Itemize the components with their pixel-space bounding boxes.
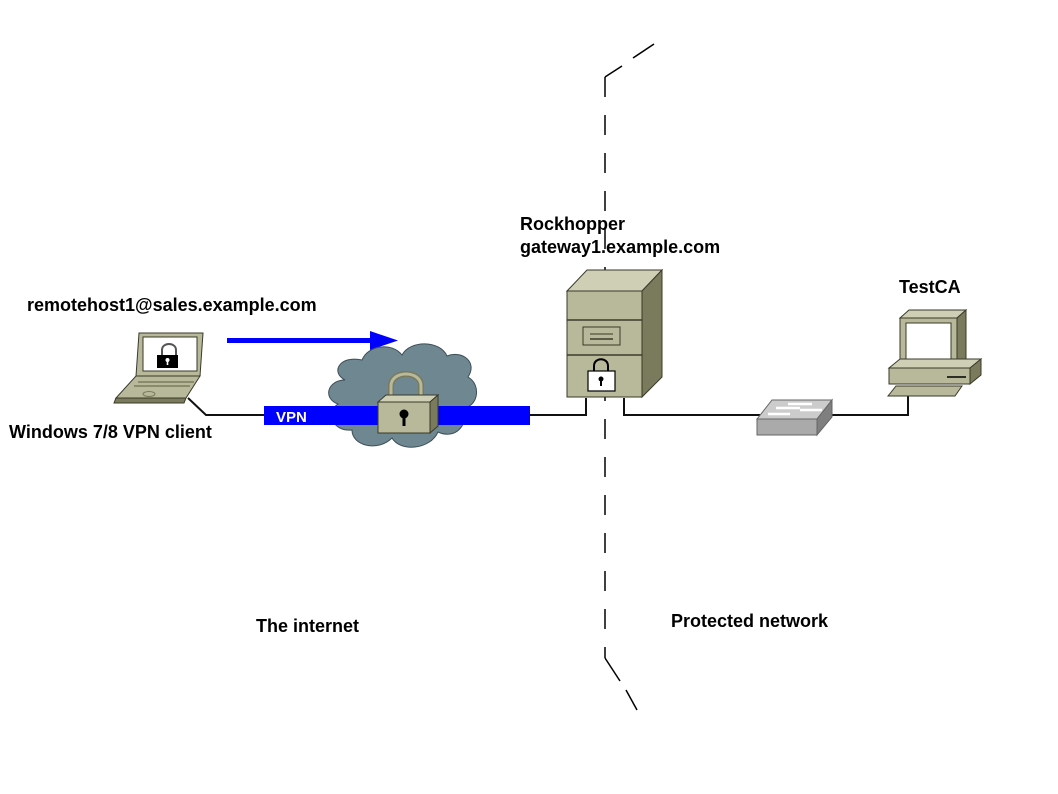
server-lock-icon (587, 358, 616, 392)
laptop-icon (113, 332, 204, 404)
switch-icon (755, 398, 834, 437)
client-caption-label: Windows 7/8 VPN client (9, 422, 212, 442)
server-icon (565, 268, 664, 399)
link-tunnel-gateway (529, 398, 587, 416)
gateway-host-label: gateway1.example.com (520, 237, 721, 257)
zone-protected-label: Protected network (671, 611, 829, 631)
gateway-name-label: Rockhopper (520, 214, 626, 234)
workstation-icon (886, 308, 983, 397)
link-gateway-switch (623, 398, 760, 416)
link-switch-ca (830, 396, 909, 416)
network-links (187, 396, 909, 416)
laptop-screen-lock-icon (157, 343, 178, 368)
direction-arrow (227, 331, 398, 350)
client-hostname-label: remotehost1@sales.example.com (27, 295, 317, 315)
network-boundary-line (604, 43, 655, 711)
ca-name-label: TestCA (899, 277, 961, 297)
vpn-tunnel-label: VPN (276, 409, 307, 426)
link-client-tunnel (187, 397, 266, 416)
padlock-icon (376, 371, 440, 435)
zone-internet-label: The internet (256, 616, 360, 636)
